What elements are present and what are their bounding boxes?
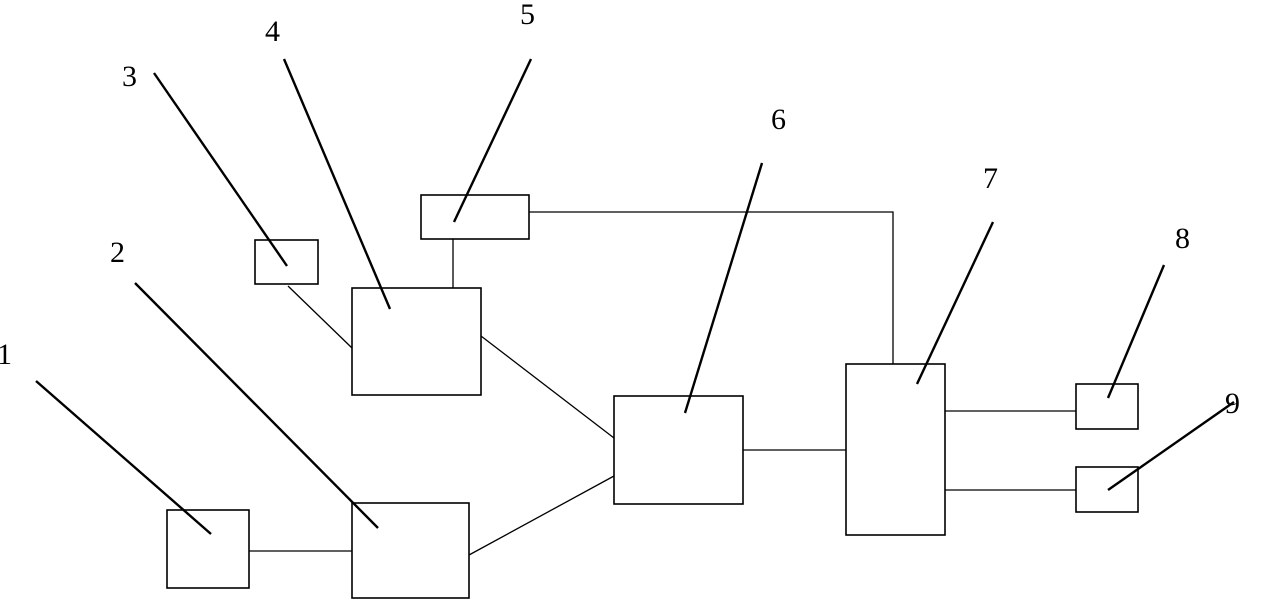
- connector-3-4: [287, 285, 353, 349]
- label-4: 4: [265, 15, 280, 48]
- connector-5-7: [529, 211, 894, 364]
- component-8-box: [1075, 383, 1139, 430]
- label-7: 7: [983, 162, 998, 195]
- leader-line-3: [153, 72, 288, 267]
- component-4-box: [351, 287, 482, 396]
- label-6: 6: [771, 103, 786, 136]
- component-2-box: [351, 502, 470, 599]
- label-8: 8: [1175, 222, 1190, 255]
- component-6-box: [613, 395, 744, 505]
- connections: [249, 211, 1076, 556]
- leader-line-8: [1106, 264, 1166, 399]
- leader-line-6: [683, 162, 764, 414]
- connector-4-6: [480, 335, 615, 439]
- label-9: 9: [1225, 387, 1240, 420]
- label-2: 2: [110, 236, 125, 269]
- component-5-box: [420, 194, 530, 240]
- leader-line-1: [35, 380, 212, 535]
- label-5: 5: [520, 0, 535, 31]
- leader-line-7: [915, 221, 995, 385]
- component-9-box: [1075, 466, 1139, 513]
- leader-line-9: [1107, 401, 1235, 491]
- leader-line-5: [452, 58, 533, 223]
- connector-2-6: [468, 475, 615, 556]
- leader-line-4: [282, 58, 392, 310]
- leader-line-2: [134, 282, 379, 529]
- label-3: 3: [122, 60, 137, 93]
- component-7-box: [845, 363, 946, 536]
- labels: 1 2 3 4 5 6 7 8 9: [0, 0, 1240, 420]
- components: [166, 194, 1139, 599]
- label-1: 1: [0, 338, 12, 371]
- component-1-box: [166, 509, 250, 589]
- leader-lines: [35, 58, 1235, 535]
- component-3-box: [254, 239, 319, 285]
